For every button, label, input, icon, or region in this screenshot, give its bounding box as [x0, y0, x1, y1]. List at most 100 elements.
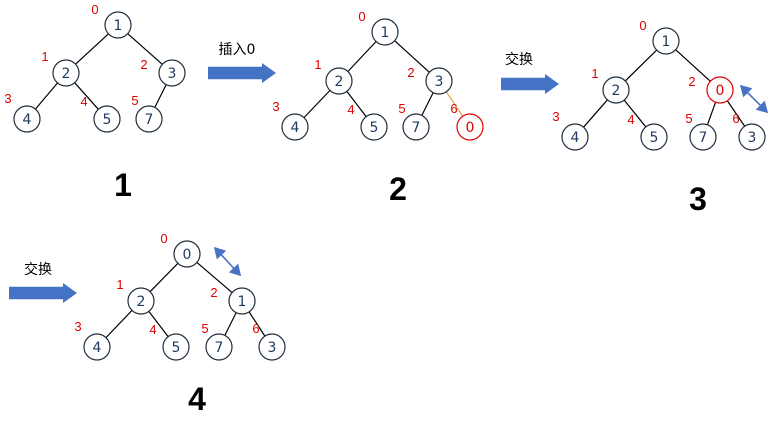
node-value: 2 [335, 74, 344, 90]
node-index: 2 [210, 285, 217, 300]
step-arrow-label: 交换 [24, 261, 52, 278]
node-index: 4 [80, 94, 87, 109]
heap-node [602, 76, 630, 104]
node-value: 1 [114, 18, 123, 34]
heap-node [258, 333, 286, 361]
node-value: 5 [172, 340, 181, 356]
tree-edge [74, 82, 99, 110]
step-arrow [208, 63, 276, 83]
node-index: 4 [627, 112, 634, 127]
heap-node [228, 287, 256, 315]
node-index: 0 [358, 9, 365, 24]
node-index: 3 [552, 109, 559, 124]
heap-node [738, 123, 766, 151]
heap-node [104, 11, 132, 39]
step-label: 2 [389, 171, 407, 207]
node-index: 5 [398, 101, 405, 116]
tree-edge [347, 41, 377, 72]
tree-edge [75, 33, 109, 65]
step-label: 3 [689, 181, 707, 217]
node-value: 2 [62, 66, 71, 82]
heap-node [93, 105, 121, 133]
node-index: 1 [116, 277, 123, 292]
tree-edge [248, 311, 266, 337]
heap-node [402, 113, 430, 141]
heap-node [689, 123, 717, 151]
node-index: 1 [314, 57, 321, 72]
heap-node [162, 333, 190, 361]
tree-edge [675, 49, 711, 82]
node-index: 3 [272, 99, 279, 114]
tree-edge [34, 82, 59, 110]
tree-edge [706, 102, 717, 125]
heap-node [360, 113, 388, 141]
step-arrow-label: 插入0 [219, 42, 256, 58]
tree-edge [583, 99, 608, 128]
heap-node [52, 59, 80, 87]
tree-edge [303, 89, 331, 119]
heap-node [325, 67, 353, 95]
node-index: 6 [450, 101, 457, 116]
node-value: 5 [650, 130, 659, 146]
node-index: 2 [140, 57, 147, 72]
node-index: 3 [74, 319, 81, 334]
heap-node [640, 123, 668, 151]
node-index: 2 [688, 74, 695, 89]
heap-node [561, 123, 589, 151]
node-value: 7 [699, 130, 708, 146]
heap-node [83, 333, 111, 361]
heap-node [281, 113, 309, 141]
node-value: 4 [291, 120, 300, 136]
step-label: 1 [114, 167, 132, 203]
node-index: 1 [41, 49, 48, 64]
node-value: 7 [215, 340, 224, 356]
tree-edge [394, 40, 430, 73]
node-value: 0 [466, 120, 475, 136]
tree-edge [346, 90, 367, 118]
node-index: 5 [131, 93, 138, 108]
heap-node [652, 27, 680, 55]
heap-node [425, 67, 453, 95]
node-index: 4 [149, 322, 156, 337]
node-value: 4 [93, 340, 102, 356]
node-index: 0 [639, 18, 646, 33]
tree-edge [149, 262, 179, 293]
node-value: 0 [716, 83, 725, 99]
tree-edge [154, 84, 167, 108]
node-value: 3 [748, 130, 757, 146]
swap-arrow-icon [213, 246, 242, 277]
node-value: 5 [103, 112, 112, 128]
node-index: 3 [4, 91, 11, 106]
step-arrow [9, 283, 77, 303]
node-value: 7 [145, 112, 154, 128]
node-index: 6 [252, 321, 259, 336]
heap-node [456, 113, 484, 141]
node-value: 4 [23, 112, 32, 128]
node-index: 1 [591, 66, 598, 81]
swap-arrow-icon [739, 84, 769, 114]
node-index: 5 [201, 321, 208, 336]
node-index: 6 [732, 111, 739, 126]
node-value: 3 [435, 74, 444, 90]
node-index: 5 [685, 111, 692, 126]
tree-edge [623, 99, 647, 128]
node-value: 5 [370, 120, 379, 136]
node-value: 7 [412, 120, 421, 136]
tree-edge [127, 33, 163, 65]
node-value: 4 [571, 130, 580, 146]
step-arrow [501, 74, 559, 94]
tree-edge [421, 92, 434, 116]
node-value: 0 [183, 247, 192, 263]
step-arrow-label: 交换 [505, 51, 533, 68]
node-value: 3 [168, 66, 177, 82]
node-value: 2 [612, 83, 621, 99]
heap-node [13, 105, 41, 133]
heap-node [127, 287, 155, 315]
node-value: 1 [662, 34, 671, 50]
tree-edge [148, 310, 169, 338]
node-index: 0 [160, 231, 167, 246]
tree-edge [445, 91, 464, 117]
node-value: 1 [238, 294, 247, 310]
tree-edge [624, 49, 658, 82]
